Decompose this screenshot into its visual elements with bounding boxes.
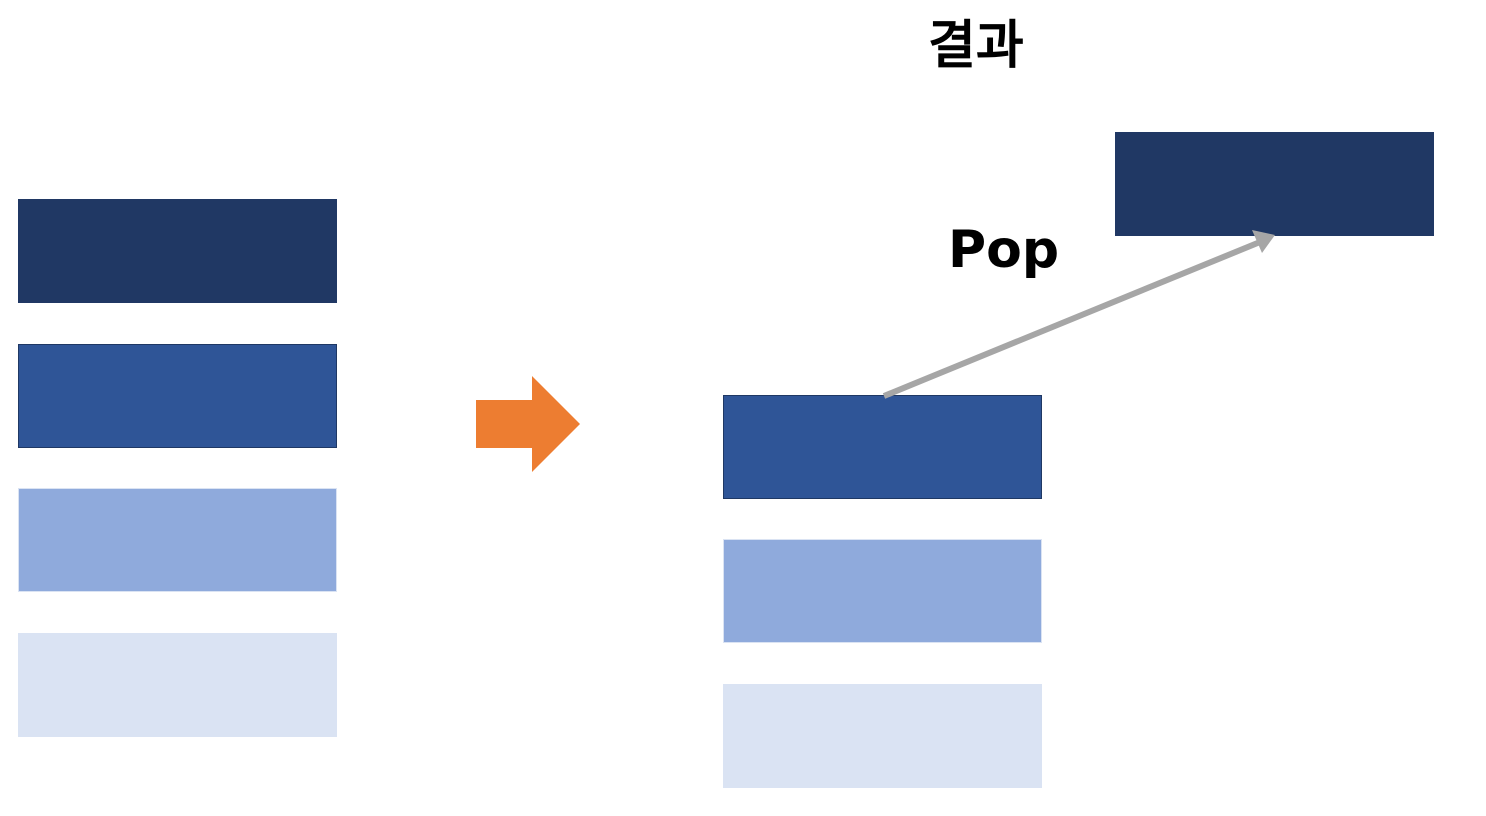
pop-arrow-line bbox=[882, 239, 1262, 399]
before-stack-item-2-medium-blue bbox=[18, 344, 337, 448]
before-stack-item-4-pale-blue bbox=[18, 633, 337, 737]
before-stack-item-1-dark-navy bbox=[18, 199, 337, 303]
transition-arrow-icon bbox=[476, 376, 580, 472]
after-stack-item-1-medium-blue bbox=[723, 395, 1042, 499]
after-stack-item-2-light-blue bbox=[723, 539, 1042, 643]
after-stack-item-3-pale-blue bbox=[723, 684, 1042, 788]
pop-label: Pop bbox=[948, 220, 1060, 280]
result-title: 결과 bbox=[928, 16, 1024, 76]
before-stack-item-3-light-blue bbox=[18, 488, 337, 592]
popped-item-dark-navy bbox=[1115, 132, 1434, 236]
